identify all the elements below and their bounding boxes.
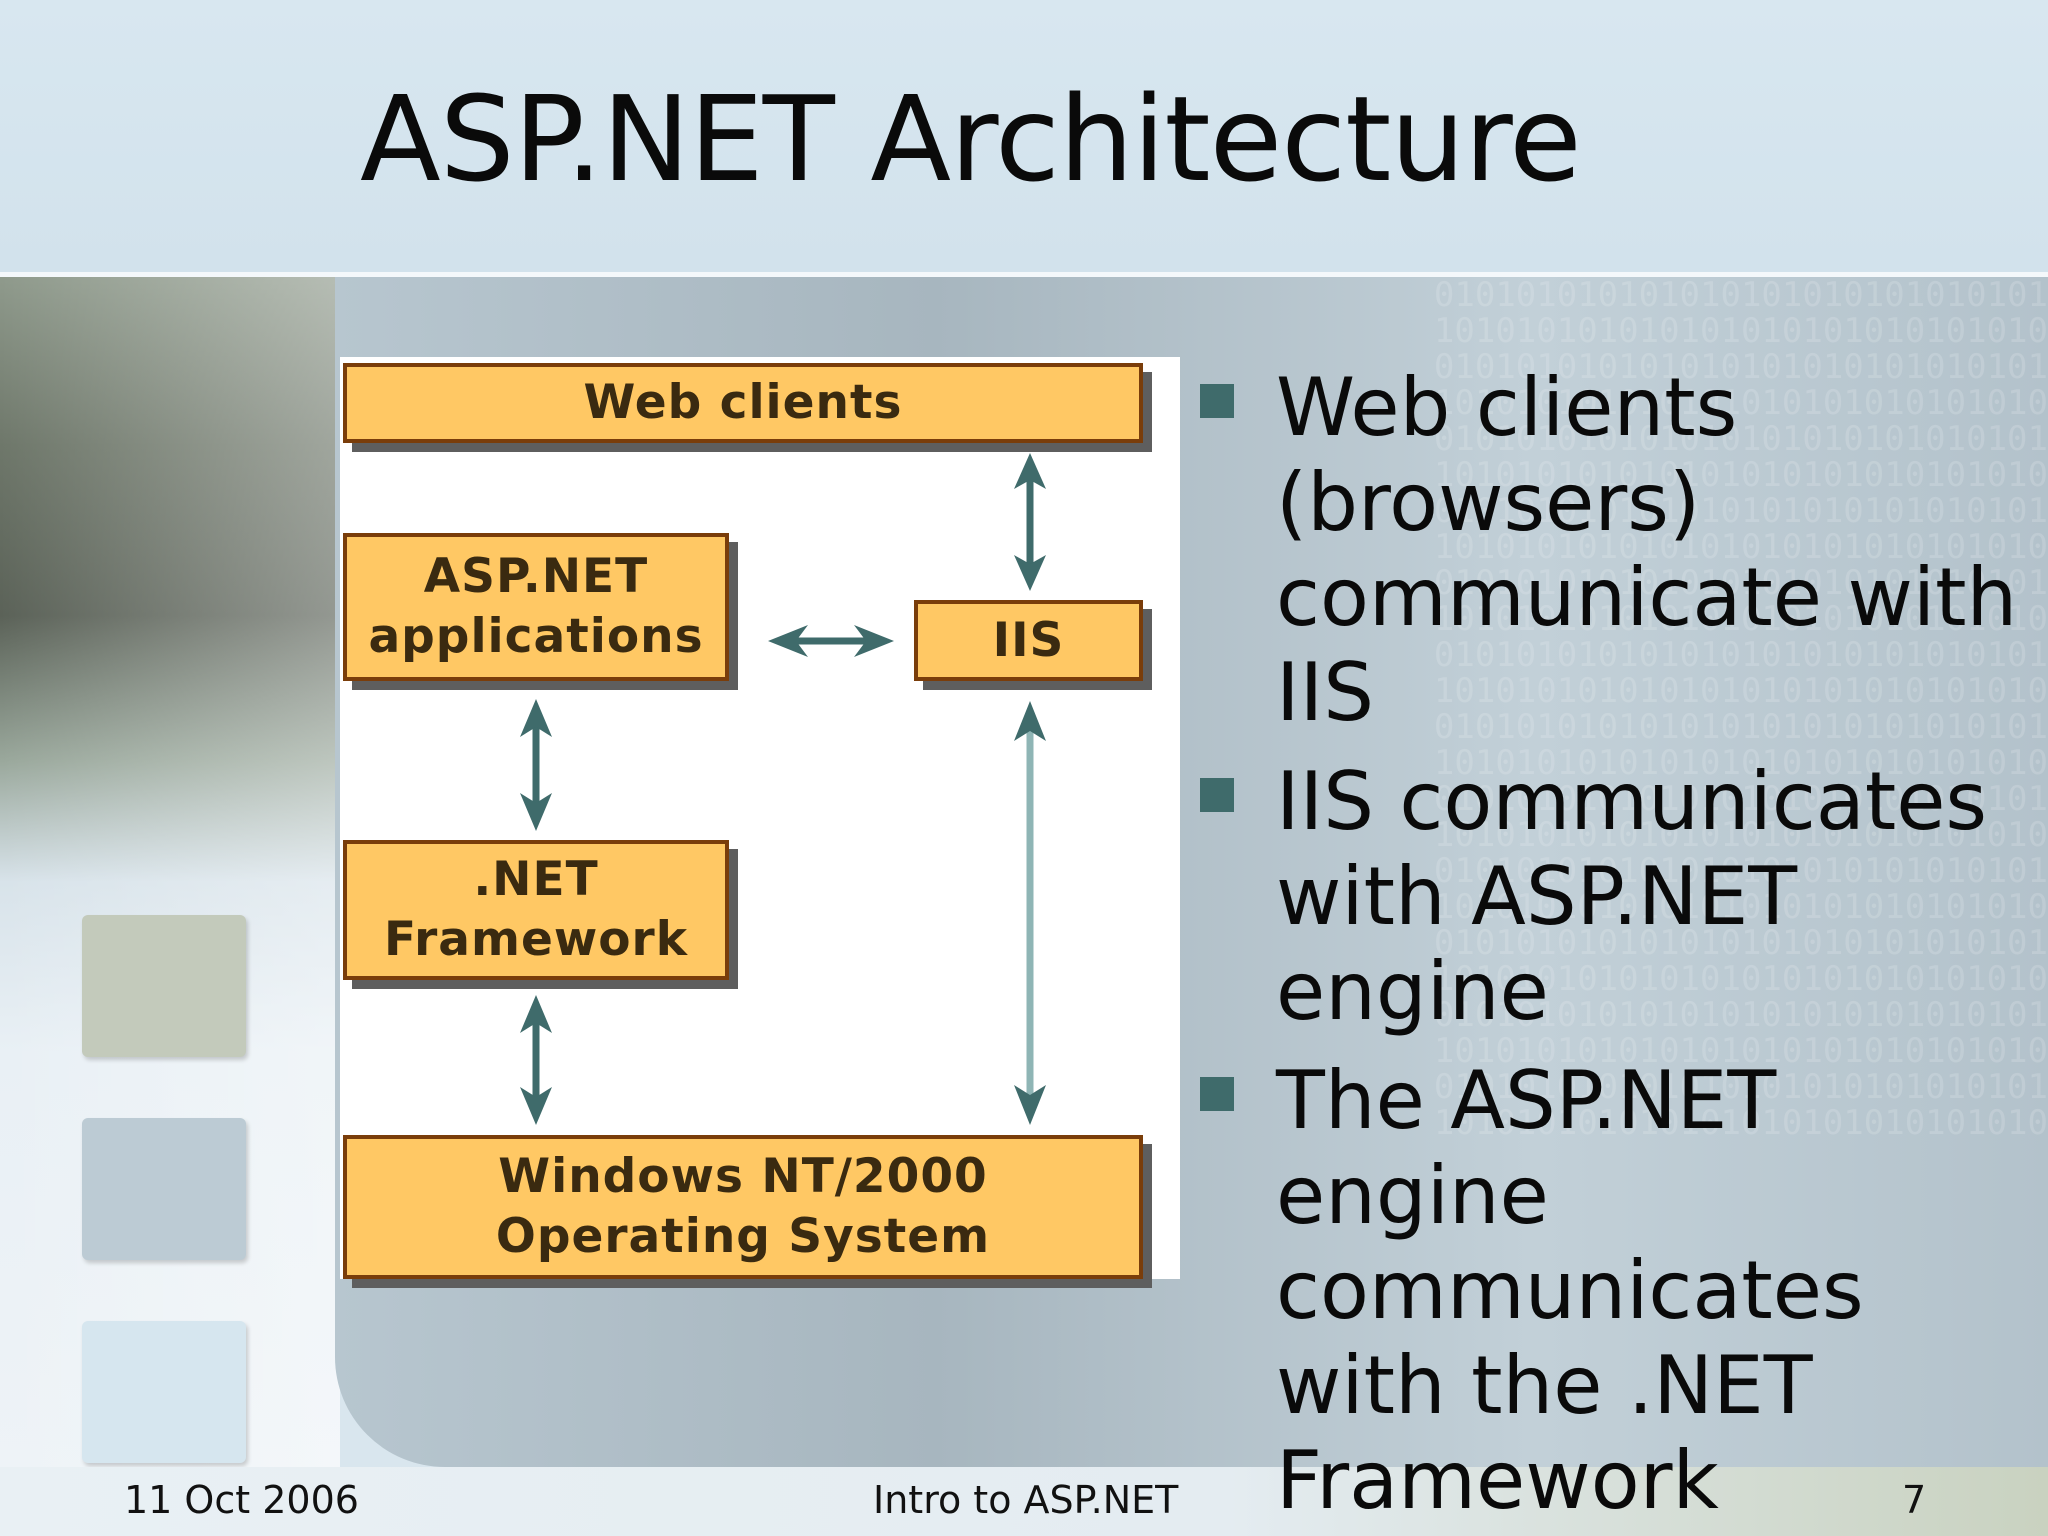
footer-title: Intro to ASP.NET (873, 1478, 1179, 1522)
bullet-item: Web clients (browsers) communicate with … (1200, 360, 2040, 740)
box-label: .NET (473, 852, 599, 907)
box-label: applications (368, 609, 704, 664)
operating-system-box: Windows NT/2000 Operating System (343, 1135, 1143, 1279)
arrow-iis-os (1014, 701, 1046, 1125)
bullet-text: The ASP.NET engine communicates with the… (1276, 1054, 1864, 1527)
arrow-framework-os (520, 995, 552, 1125)
box-label: ASP.NET (423, 549, 649, 604)
title-band: ASP.NET Architecture (0, 0, 2048, 272)
square-bullet-icon (1200, 1077, 1234, 1111)
net-framework-box: .NET Framework (343, 840, 729, 980)
bullet-item: IIS communicates with ASP.NET engine (1200, 754, 2040, 1039)
web-clients-box: Web clients (343, 363, 1143, 443)
arrow-aspnet-iis (768, 625, 894, 657)
slide-title: ASP.NET Architecture (360, 70, 1582, 208)
bullet-text: Web clients (browsers) communicate with … (1276, 361, 2018, 739)
page-number: 7 (1902, 1478, 1927, 1522)
bullet-item: The ASP.NET engine communicates with the… (1200, 1053, 2040, 1528)
aspnet-applications-box: ASP.NET applications (343, 533, 729, 681)
decorative-square (82, 915, 246, 1057)
left-decorative-strip (0, 277, 340, 1487)
box-label: Operating System (495, 1209, 991, 1264)
box-label: IIS (992, 612, 1065, 668)
footer-band (0, 1467, 2048, 1536)
bullet-text: IIS communicates with ASP.NET engine (1276, 755, 1988, 1038)
footer-date: 11 Oct 2006 (124, 1478, 359, 1522)
arrow-webclients-iis (1014, 453, 1046, 591)
box-label: Web clients (583, 375, 903, 430)
decorative-square (82, 1118, 246, 1260)
binary-background-texture: 010101010101010101010101010101 101010101… (1433, 277, 2048, 1143)
architecture-diagram: Web clients ASP.NET applications IIS .NE… (340, 357, 1180, 1279)
square-bullet-icon (1200, 778, 1234, 812)
box-label: Framework (384, 912, 688, 967)
diagram-arrows (520, 453, 1046, 1125)
title-divider (0, 272, 2048, 277)
square-bullet-icon (1200, 384, 1234, 418)
bullet-list: Web clients (browsers) communicate with … (1200, 360, 2040, 1536)
iis-box: IIS (914, 600, 1143, 681)
box-label: Windows NT/2000 (498, 1149, 988, 1204)
arrow-aspnet-framework (520, 699, 552, 831)
diagram-background (340, 357, 1180, 1279)
decorative-square (82, 1321, 246, 1463)
